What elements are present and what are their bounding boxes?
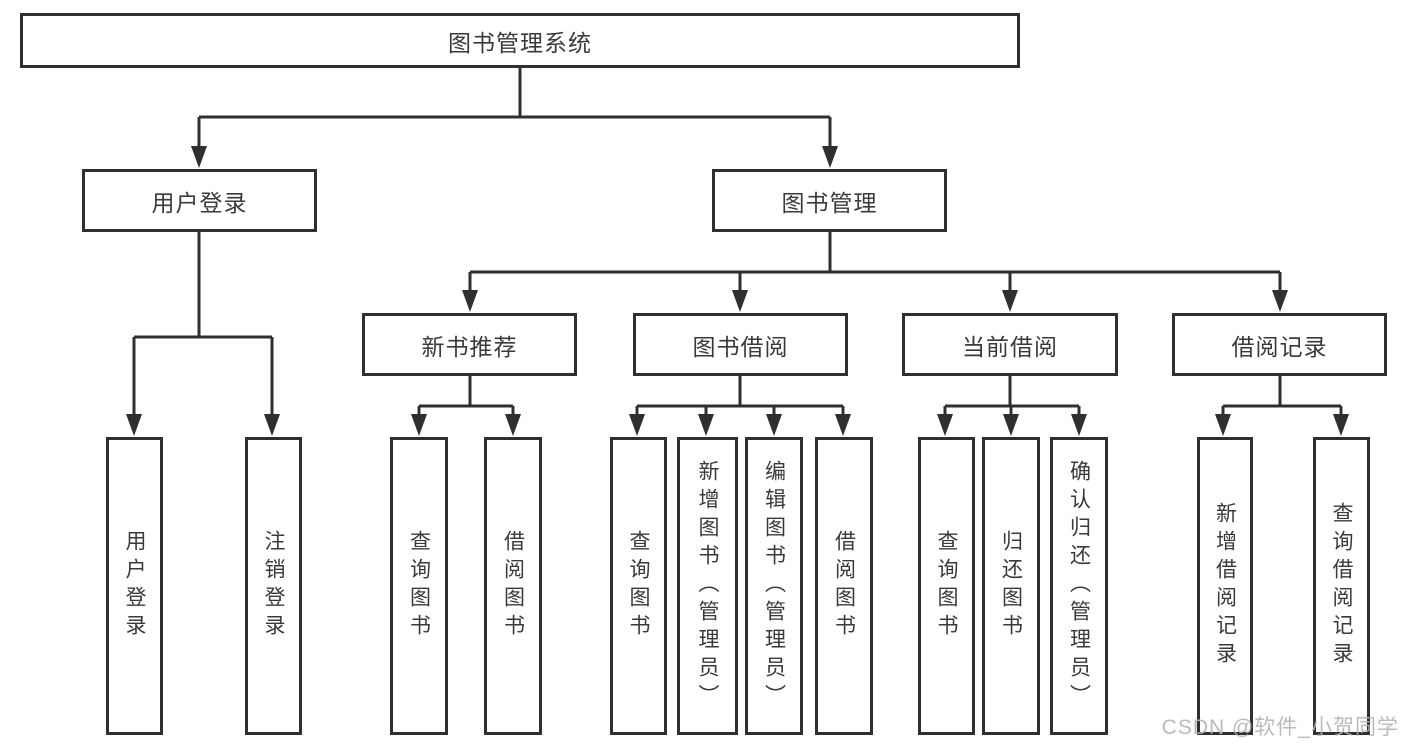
node-book-management: 图书管理 (712, 169, 947, 232)
node-borrow-records: 借阅记录 (1172, 313, 1387, 376)
leaf-current-query-books-label: 查询图书 (935, 530, 958, 642)
leaf-recommend-borrow-books: 借阅图书 (484, 437, 542, 735)
leaf-records-add-record-label: 新增借阅记录 (1213, 502, 1237, 670)
leaf-logout-login: 注销登录 (245, 437, 302, 735)
node-book-borrow: 图书借阅 (633, 313, 848, 376)
node-new-book-recommend: 新书推荐 (362, 313, 577, 376)
leaf-user-login-label: 用户登录 (123, 530, 146, 642)
node-user-login-label: 用户登录 (151, 189, 248, 216)
leaf-borrow-add-books-admin: 新增图书（管理员） (677, 437, 738, 735)
leaf-borrow-borrow-books: 借阅图书 (815, 437, 873, 735)
leaf-records-query-record: 查询借阅记录 (1313, 437, 1370, 735)
leaf-records-add-record: 新增借阅记录 (1197, 437, 1253, 735)
leaf-borrow-edit-books-admin-label: 编辑图书（管理员） (762, 460, 786, 712)
leaf-borrow-edit-books-admin: 编辑图书（管理员） (745, 437, 803, 735)
leaf-borrow-add-books-admin-label: 新增图书（管理员） (696, 460, 719, 712)
leaf-borrow-borrow-books-label: 借阅图书 (832, 530, 856, 642)
node-user-login: 用户登录 (82, 169, 317, 232)
node-root-label: 图书管理系统 (448, 29, 592, 56)
leaf-borrow-query-books-label: 查询图书 (627, 530, 650, 642)
csdn-watermark: CSDN @软件_小贺同学 (1161, 716, 1399, 739)
leaf-current-confirm-return-admin: 确认归还（管理员） (1050, 437, 1108, 735)
leaf-recommend-query-books-label: 查询图书 (407, 530, 431, 642)
leaf-current-query-books: 查询图书 (918, 437, 975, 735)
node-root: 图书管理系统 (20, 13, 1020, 68)
leaf-borrow-query-books: 查询图书 (610, 437, 667, 735)
leaf-current-return-books: 归还图书 (982, 437, 1040, 735)
leaf-current-return-books-label: 归还图书 (999, 530, 1023, 642)
node-book-management-label: 图书管理 (781, 189, 878, 216)
leaf-user-login: 用户登录 (106, 437, 163, 735)
leaf-recommend-borrow-books-label: 借阅图书 (501, 530, 525, 642)
node-borrow-records-label: 借阅记录 (1231, 333, 1328, 360)
leaf-logout-login-label: 注销登录 (262, 530, 285, 642)
node-new-book-recommend-label: 新书推荐 (421, 333, 518, 360)
leaf-records-query-record-label: 查询借阅记录 (1330, 502, 1353, 670)
leaf-current-confirm-return-admin-label: 确认归还（管理员） (1067, 460, 1091, 712)
node-book-borrow-label: 图书借阅 (692, 333, 789, 360)
node-current-borrow-label: 当前借阅 (962, 333, 1058, 360)
leaf-recommend-query-books: 查询图书 (390, 437, 448, 735)
node-current-borrow: 当前借阅 (902, 313, 1118, 376)
